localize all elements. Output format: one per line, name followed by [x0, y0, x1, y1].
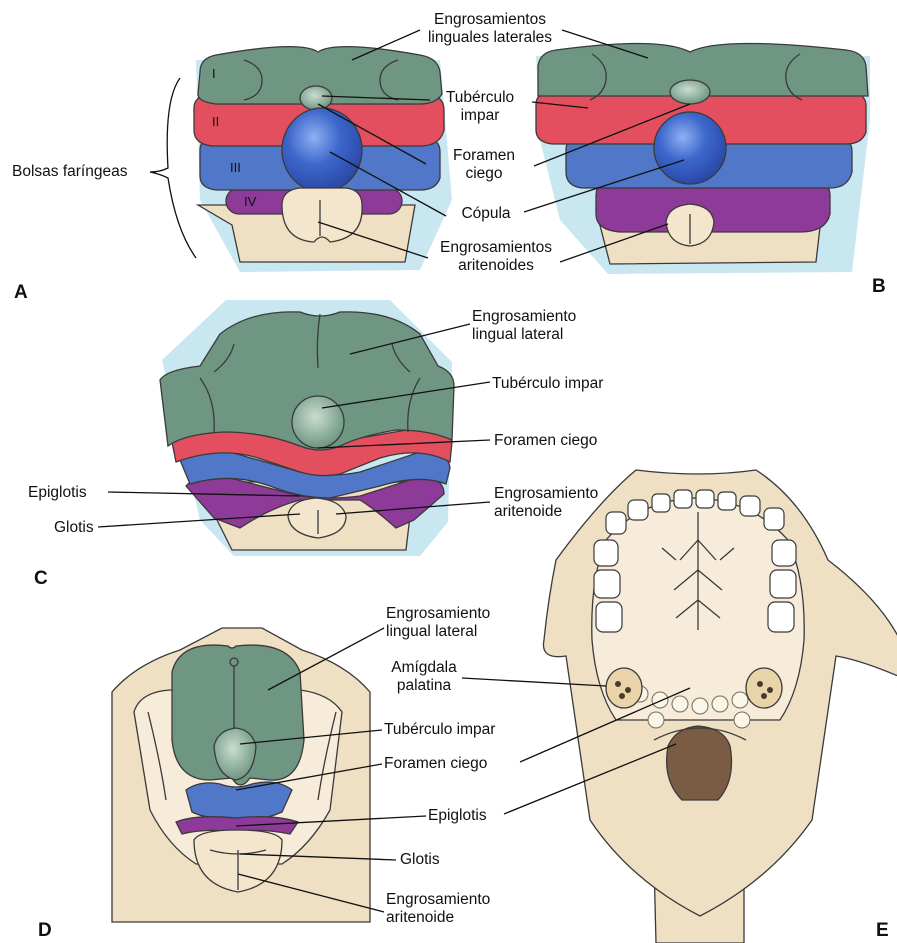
label-foramen: Foramen — [453, 147, 515, 164]
label-d-engrosamiento: Engrosamiento — [386, 605, 490, 622]
label-c-lingual-lateral: lingual lateral — [472, 326, 563, 343]
label-impar: impar — [461, 107, 500, 124]
label-c-foramen-ciego: Foramen ciego — [494, 432, 597, 449]
panel-label-a: A — [14, 282, 28, 303]
panel-label-d: D — [38, 920, 52, 941]
label-d-amigdala: Amígdala — [391, 659, 457, 676]
arch-label-ii: II — [212, 114, 219, 129]
panel-b: B — [536, 43, 886, 297]
label-engrosamientos-laterales: Engrosamientos — [434, 11, 546, 28]
label-d-lingual-lateral: lingual lateral — [386, 623, 477, 640]
panel-label-e: E — [876, 920, 889, 941]
label-d-palatina: palatina — [397, 677, 452, 694]
label-ciego: ciego — [465, 165, 502, 182]
panel-a-tuberculo-impar — [300, 86, 332, 110]
label-d-glotis: Glotis — [400, 851, 440, 868]
panel-label-c: C — [34, 568, 48, 589]
label-c-glotis: Glotis — [54, 519, 94, 536]
panel-label-b: B — [872, 276, 886, 297]
panel-e-amigdala-right — [746, 668, 782, 708]
label-c-tuberculo-impar: Tubérculo impar — [492, 375, 603, 392]
panel-c-tuberculo-impar — [292, 396, 344, 448]
label-bolsas-faringeas: Bolsas faríngeas — [12, 163, 128, 180]
panel-e-pharynx — [667, 726, 732, 800]
panel-b-copula — [654, 112, 726, 184]
label-aritenoides: aritenoides — [458, 257, 534, 274]
label-d-foramen-ciego: Foramen ciego — [384, 755, 487, 772]
panel-a-arytenoid — [282, 188, 362, 242]
label-linguales-laterales: linguales laterales — [428, 29, 552, 46]
panel-b-tuberculo-impar — [670, 80, 710, 104]
arch-label-iv: IV — [244, 194, 257, 209]
label-c-epiglotis: Epiglotis — [28, 484, 87, 501]
arch-label-i: I — [212, 66, 216, 81]
label-d-epiglotis: Epiglotis — [428, 807, 487, 824]
label-d-aritenoide: aritenoide — [386, 909, 454, 926]
label-c-engrosamiento-arit: Engrosamiento — [494, 485, 598, 502]
bolsas-brace — [150, 78, 196, 258]
label-copula: Cópula — [461, 205, 510, 222]
panel-e-amigdala-left — [606, 668, 642, 708]
panel-d: D — [38, 628, 370, 941]
panel-a-copula — [282, 108, 362, 192]
label-tuberculo: Tubérculo — [446, 89, 514, 106]
label-d-engrosamiento-arit: Engrosamiento — [386, 891, 490, 908]
label-c-engrosamiento: Engrosamiento — [472, 308, 576, 325]
panel-e: E — [543, 470, 897, 943]
panel-d-blue-band — [186, 782, 292, 819]
label-engrosamientos-aritenoides: Engrosamientos — [440, 239, 552, 256]
label-c-aritenoide: aritenoide — [494, 503, 562, 520]
label-d-tuberculo-impar: Tubérculo impar — [384, 721, 495, 738]
arch-label-iii: III — [230, 160, 241, 175]
